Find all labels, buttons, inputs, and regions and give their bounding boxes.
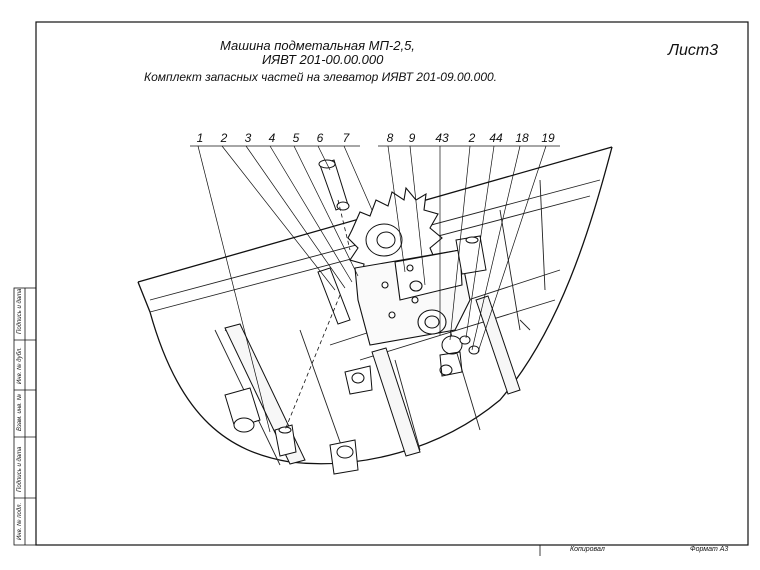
side-plate xyxy=(317,235,487,325)
sidebar-cell-replace-inv: Взам. инв. № xyxy=(17,393,23,431)
leader-lines xyxy=(190,145,560,433)
spare-parts-title: Комплект запасных частей на элеватор ИЯВ… xyxy=(144,70,498,84)
sidebar-cell-signature-1: Подпись и дата xyxy=(17,288,23,334)
lower-brackets xyxy=(224,365,373,475)
callout-2: 2 xyxy=(220,131,228,145)
callout-18: 18 xyxy=(515,131,529,145)
callout-44: 44 xyxy=(489,131,503,145)
callout-6: 6 xyxy=(316,131,324,145)
callout-19: 19 xyxy=(541,131,555,145)
callout-2b: 2 xyxy=(468,131,476,145)
sheet-number: Лист3 xyxy=(668,42,719,59)
bolt xyxy=(318,159,350,211)
sidebar-cell-dup-inv: Инв. № дубл. xyxy=(17,347,23,384)
drawing-number: ИЯВТ 201-00.00.000 xyxy=(262,52,384,67)
callout-1: 1 xyxy=(196,131,204,145)
bearing-bracket xyxy=(354,249,471,346)
callout-43: 43 xyxy=(435,131,449,145)
footer-format: Формат А3 xyxy=(690,546,729,553)
sidebar-cell-signature-2: Подпись и дата xyxy=(17,446,23,492)
assembly-lines xyxy=(284,199,351,431)
footer-copied: Копировал xyxy=(570,546,605,553)
callout-3: 3 xyxy=(244,131,252,145)
callout-5: 5 xyxy=(292,131,300,145)
outer-frame xyxy=(35,21,749,546)
tensioner xyxy=(439,335,480,377)
callout-9: 9 xyxy=(408,131,416,145)
callout-4: 4 xyxy=(268,131,276,145)
machine-title: Машина подметальная МП-2,5, xyxy=(220,38,415,53)
footer-stamp xyxy=(539,544,748,556)
callout-7: 7 xyxy=(342,131,350,145)
callout-8: 8 xyxy=(386,131,394,145)
sidebar-stamp xyxy=(13,287,37,546)
sidebar-cell-orig-inv: Инв. № подл. xyxy=(17,502,23,540)
